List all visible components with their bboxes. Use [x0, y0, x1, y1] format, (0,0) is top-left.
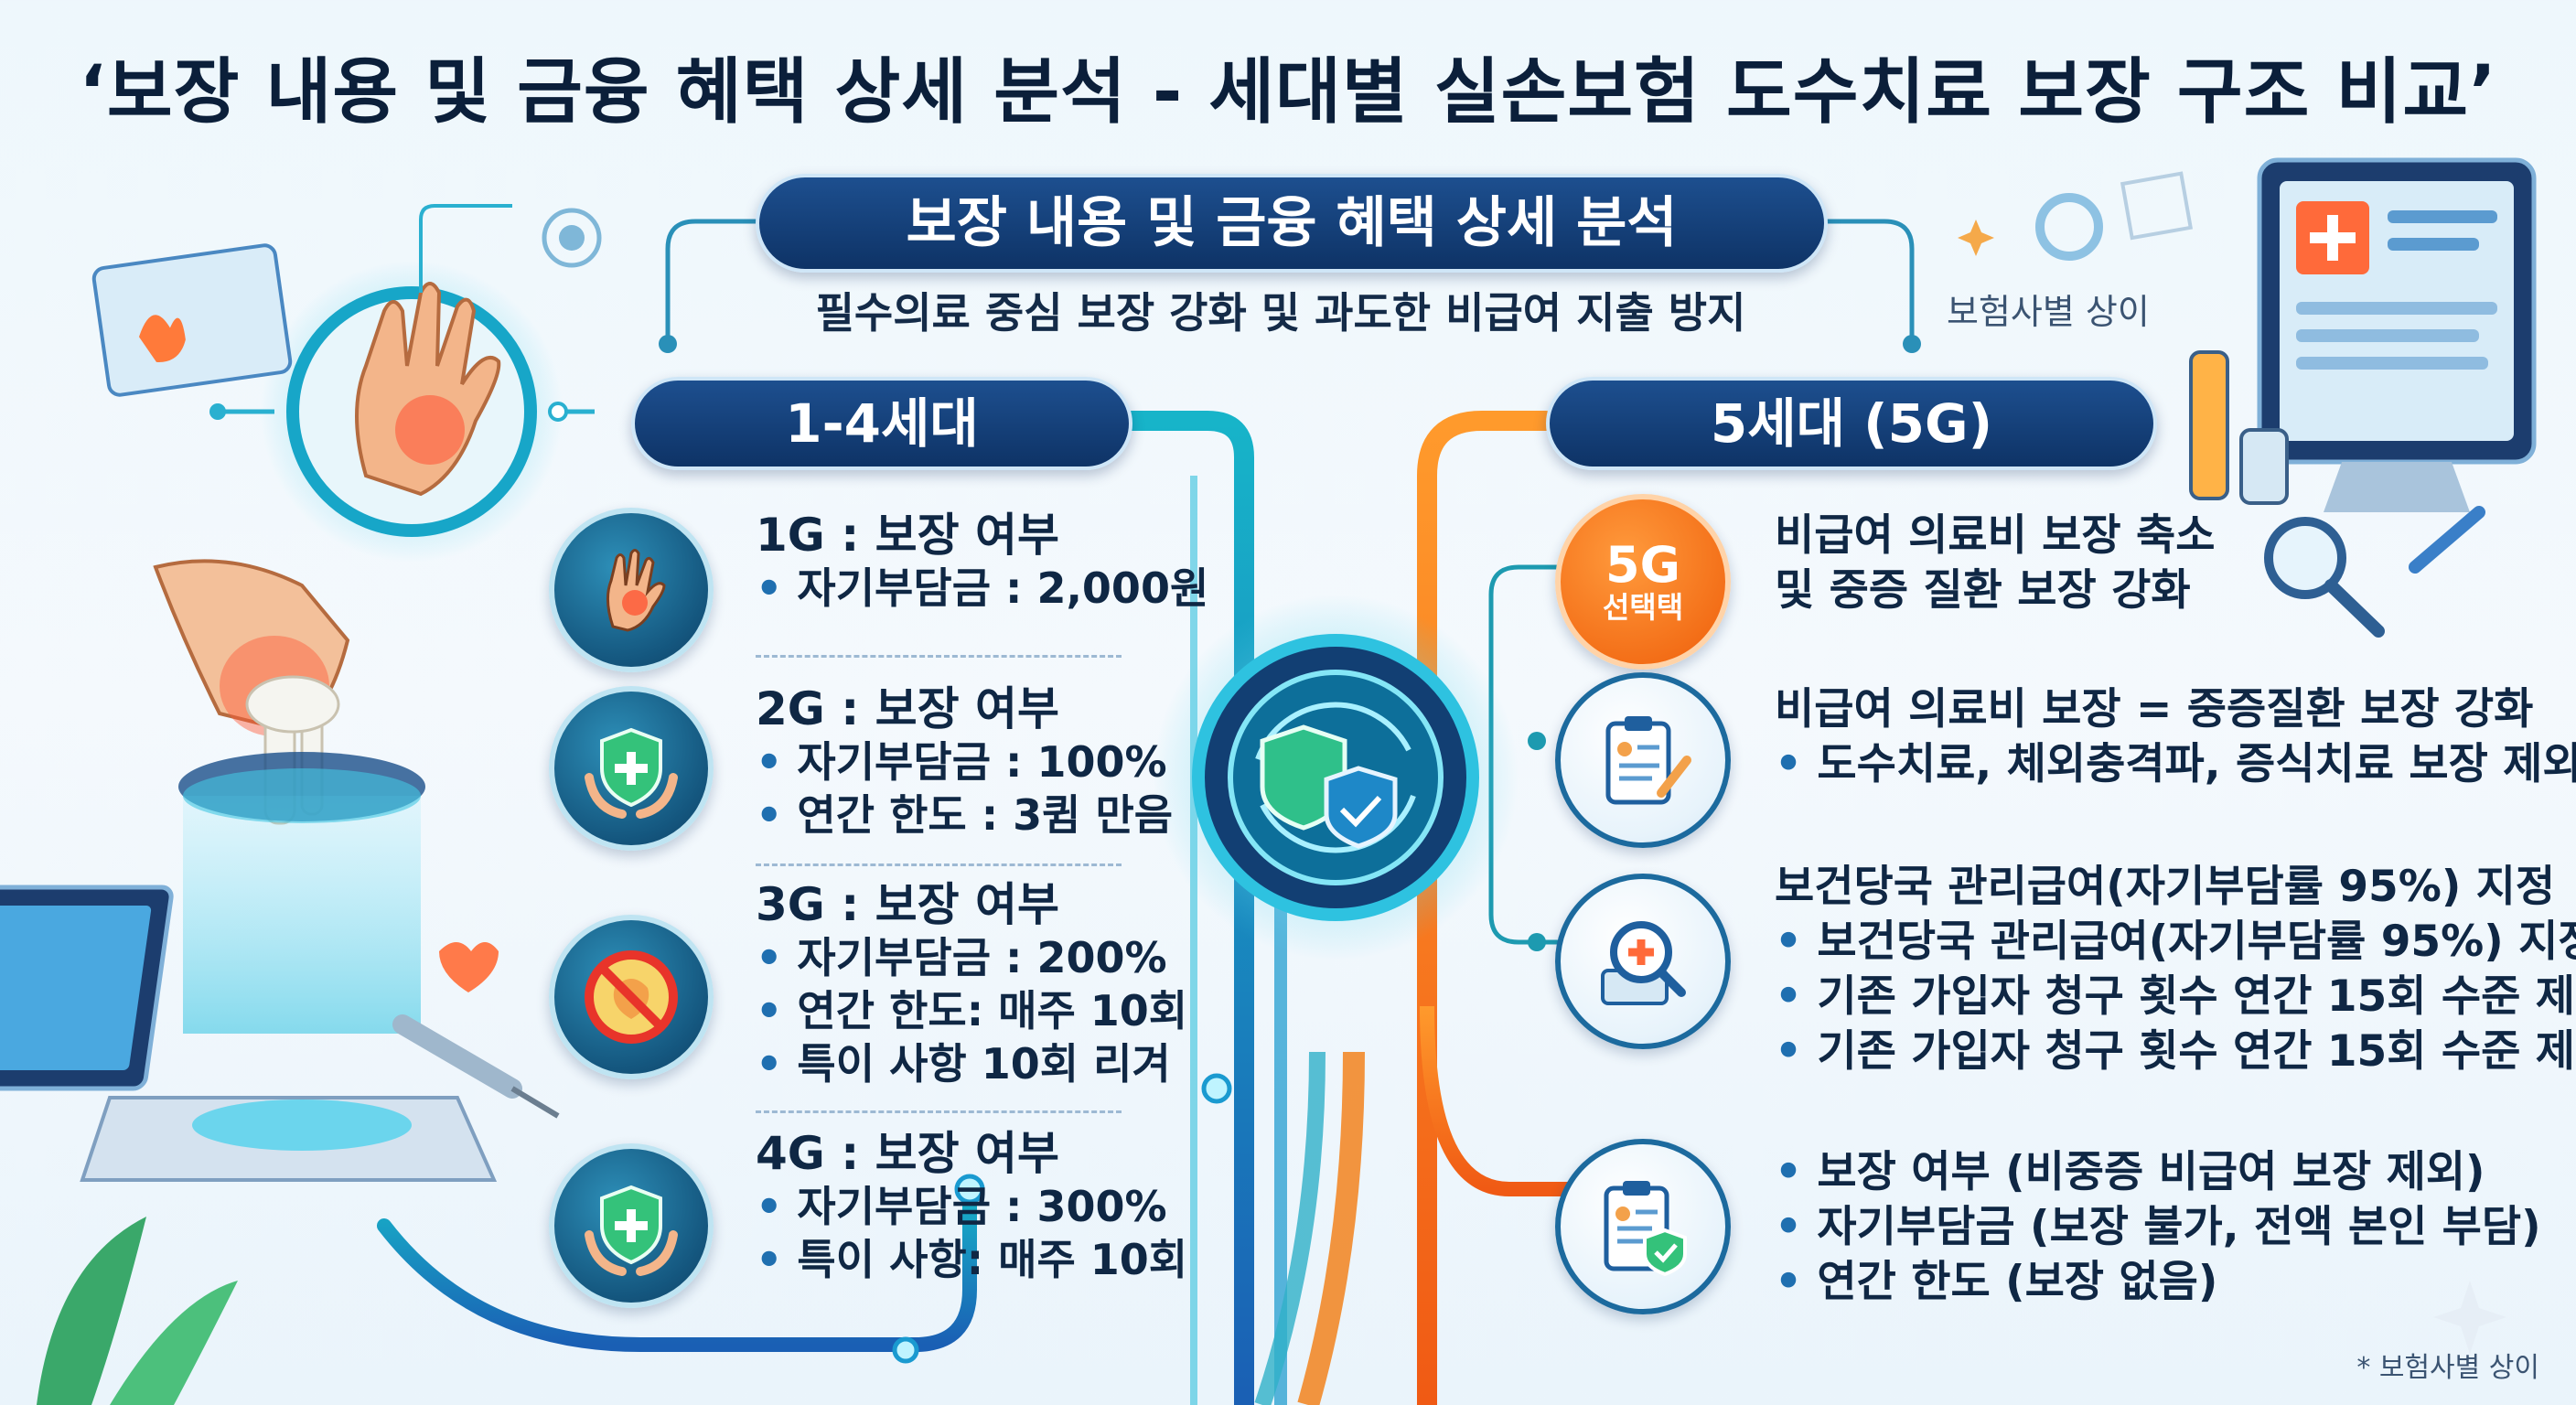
- 5g-block-3: 보건당국 관리급여(자기부담률 95%) 지정 보건당국 관리급여(자기부담률 …: [1775, 860, 2576, 1079]
- gen4-item: 자기부담금 : 300%: [756, 1180, 1187, 1233]
- divider: [756, 655, 1122, 658]
- gen2-block: 2G : 보장 여부 자기부담금 : 100% 연간 한도 : 3큄 만음: [756, 682, 1173, 842]
- gen3-icon: [549, 915, 714, 1079]
- 5g-badge-bottom: 선택택: [1602, 590, 1684, 625]
- 5g-block-1-head: 비급여 의료비 보장 축소: [1775, 510, 2216, 561]
- 5g-block-2-head: 비급여 의료비 보장 = 중증질환 보장 강화: [1775, 684, 2534, 735]
- 5g-block-3-item: 기존 가입자 청구 횟수 연간 15회 수준 제한: [1775, 1024, 2576, 1079]
- gen3-item: 특이 사항 10회 리겨: [756, 1037, 1187, 1090]
- 5g-block-4-item: 연간 한도 (보장 없음): [1775, 1255, 2541, 1310]
- gen2-icon: [549, 686, 714, 851]
- 5g-block-2-item: 도수치료, 체외충격파, 증식치료 보장 제외: [1775, 737, 2576, 792]
- insurer-note: 보험사별 상이: [1947, 292, 2150, 332]
- gen2-item: 자기부담금 : 100%: [756, 735, 1173, 788]
- gen1-head: 1G : 보장 여부: [756, 509, 1060, 562]
- hand-pain-icon: [606, 549, 666, 632]
- clipboard-circle: [1555, 672, 1731, 848]
- subtitle: 필수의료 중심 보장 강화 및 과도한 비급여 지출 방지: [815, 288, 1746, 338]
- gen4-icon: [549, 1143, 714, 1308]
- right-panel-title: 5세대 (5G): [1546, 377, 2157, 470]
- 5g-badge: 5G 선택택: [1555, 494, 1731, 670]
- gen4-block: 4G : 보장 여부 자기부담금 : 300% 특이 사항: 매주 10회: [756, 1127, 1187, 1286]
- 5g-block-2: 비급여 의료비 보장 = 중증질환 보장 강화 도수치료, 체외충격파, 증식치…: [1775, 682, 2576, 792]
- gen4-item: 특이 사항: 매주 10회: [756, 1233, 1187, 1286]
- gen4-head: 4G : 보장 여부: [756, 1127, 1060, 1180]
- 5g-block-3-item: 보건당국 관리급여(자기부담률 95%) 지정: [1775, 915, 2576, 970]
- divider: [756, 863, 1122, 866]
- prohibited-icon: [585, 950, 678, 1044]
- footnote: * 보험사별 상이: [2356, 1352, 2539, 1384]
- divider: [756, 1110, 1122, 1113]
- magnifier-cross-icon: [1601, 921, 1686, 1005]
- clipboard-shield-icon: [1604, 1181, 1687, 1277]
- clipboard-shield-circle: [1555, 1139, 1731, 1314]
- section-title: 보장 내용 및 금융 혜택 상세 분석: [756, 174, 1828, 273]
- gen1-item: 자기부담금 : 2,000원: [756, 562, 1208, 615]
- gen3-head: 3G : 보장 여부: [756, 878, 1060, 931]
- gen3-item: 연간 한도: 매주 10회: [756, 984, 1187, 1037]
- 5g-block-1-head: 및 중증 질환 보장 강화: [1775, 565, 2191, 616]
- gen1-icon: [549, 508, 714, 672]
- gen3-block: 3G : 보장 여부 자기부담금 : 200% 연간 한도: 매주 10회 특이…: [756, 878, 1187, 1090]
- gen2-head: 2G : 보장 여부: [756, 682, 1060, 735]
- shield-hands-icon: [585, 727, 678, 819]
- page-title: ‘보장 내용 및 금융 혜택 상세 분석 - 세대별 실손보험 도수치료 보장 …: [79, 51, 2497, 134]
- 5g-block-4-item: 보장 여부 (비중증 비급여 보장 제외): [1775, 1145, 2541, 1200]
- 5g-block-3-item: 기존 가입자 청구 횟수 연간 15회 수준 제한: [1775, 970, 2576, 1024]
- 5g-badge-top: 5G: [1605, 536, 1680, 594]
- 5g-block-1: 비급여 의료비 보장 축소 및 중증 질환 보장 강화: [1775, 509, 2216, 618]
- 5g-block-3-head: 보건당국 관리급여(자기부담률 95%) 지정: [1775, 862, 2556, 912]
- gen2-item: 연간 한도 : 3큄 만음: [756, 788, 1173, 842]
- 5g-block-4-item: 자기부담금 (보장 불가, 전액 본인 부담): [1775, 1200, 2540, 1255]
- left-panel-title: 1-4세대: [631, 377, 1132, 470]
- gen3-item: 자기부담금 : 200%: [756, 931, 1187, 984]
- shield-hands-icon: [585, 1185, 678, 1276]
- clipboard-pen-icon: [1605, 716, 1691, 805]
- 5g-block-4: 보장 여부 (비중증 비급여 보장 제외) 자기부담금 (보장 불가, 전액 본…: [1775, 1145, 2541, 1310]
- gen1-block: 1G : 보장 여부 자기부담금 : 2,000원: [756, 509, 1208, 615]
- magnifier-circle: [1555, 874, 1731, 1049]
